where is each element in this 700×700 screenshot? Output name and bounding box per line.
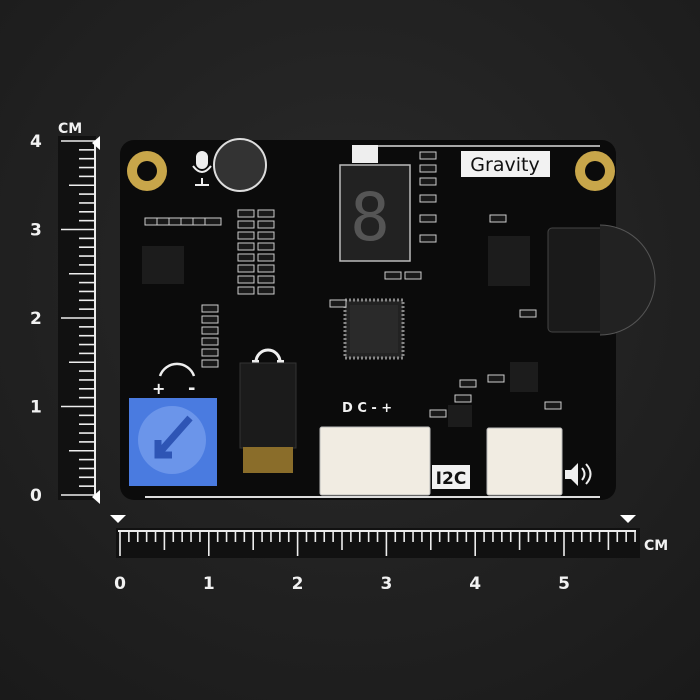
amp-chip [510, 362, 538, 392]
audio-jack[interactable] [239, 362, 297, 449]
connector-label-bg [432, 465, 470, 489]
smd-component [419, 151, 437, 160]
marker-triangle [92, 490, 100, 504]
smd-component [237, 286, 255, 295]
smd-component [404, 271, 422, 280]
brand-label-bg [461, 151, 550, 177]
ruler-label: 2 [292, 574, 304, 594]
smd-component [257, 286, 275, 295]
smd-component [459, 379, 477, 388]
smd-component [237, 220, 255, 229]
smd-component [544, 401, 562, 410]
ruler-label: 2 [30, 309, 42, 329]
chip [142, 246, 184, 284]
smd-component [489, 214, 507, 223]
speaker-connector[interactable] [486, 427, 563, 496]
arrow-icon [154, 415, 193, 459]
smd-component [201, 304, 219, 313]
brand-label: Gravity [470, 154, 539, 176]
smd-component [204, 217, 222, 226]
smd-component [519, 309, 537, 318]
i2c-connector[interactable] [319, 426, 431, 496]
seven-segment-display [339, 164, 411, 262]
mounting-hole [127, 151, 167, 191]
horizontal-unit-label: CM [644, 538, 668, 554]
jack-bracket [243, 447, 293, 473]
vertical-ruler [58, 136, 96, 500]
display-digit: 8 [350, 179, 390, 256]
pot-plus-label: + [152, 379, 165, 398]
smd-component [257, 264, 275, 273]
smd-component [201, 337, 219, 346]
smd-component [237, 209, 255, 218]
smd-component [429, 409, 447, 418]
marker-triangle [620, 515, 636, 523]
smd-component [419, 177, 437, 186]
ruler-label: 4 [469, 574, 481, 594]
smd-component [419, 214, 437, 223]
smd-component [257, 275, 275, 284]
microphone-icon [192, 151, 212, 186]
marker-triangle [92, 136, 100, 150]
smd-component [201, 348, 219, 357]
ruler-label: 0 [30, 486, 42, 506]
pot-minus-label: - [188, 378, 195, 399]
smd-component [237, 253, 255, 262]
ruler-label: 1 [203, 574, 215, 594]
smd-component [201, 359, 219, 368]
ruler-label: 0 [114, 574, 126, 594]
vertical-unit-label: CM [58, 121, 82, 137]
ruler-label: 4 [30, 132, 42, 152]
regulator [448, 405, 472, 427]
smd-component [257, 231, 275, 240]
smd-component [201, 315, 219, 324]
rotate-arrow-icon [158, 362, 196, 377]
speaker-icon [565, 463, 592, 486]
smd-component [237, 231, 255, 240]
smd-component [257, 209, 275, 218]
smd-component [384, 271, 402, 280]
ruler-label: 3 [380, 574, 392, 594]
ruler-label: 1 [30, 398, 42, 418]
microcontroller-die [350, 305, 398, 353]
horizontal-ruler [116, 528, 640, 558]
pcb-board: Gravity 8 + - D C - + I2C [120, 138, 656, 500]
microphone [213, 138, 267, 192]
wheel [599, 224, 656, 336]
connector-label: I2C [436, 469, 467, 489]
smd-component [257, 242, 275, 251]
smd-component [237, 242, 255, 251]
smd-component [237, 275, 255, 284]
smd-component [237, 264, 255, 273]
ruler-label: 5 [558, 574, 570, 594]
headphones-icon [254, 348, 282, 363]
smd-component [257, 220, 275, 229]
connector-pins-label: D C - + [342, 401, 392, 416]
smd-component [257, 253, 275, 262]
flash-chip [488, 236, 530, 286]
marker-triangle [110, 515, 126, 523]
led [352, 145, 378, 163]
smd-component [329, 299, 347, 308]
smd-component [419, 164, 437, 173]
smd-component [419, 234, 437, 243]
ruler-label: 3 [30, 221, 42, 241]
mounting-hole [575, 151, 615, 191]
card-slot [547, 227, 609, 333]
smd-component [419, 194, 437, 203]
smd-component [201, 326, 219, 335]
smd-component [454, 394, 472, 403]
smd-component [487, 374, 505, 383]
